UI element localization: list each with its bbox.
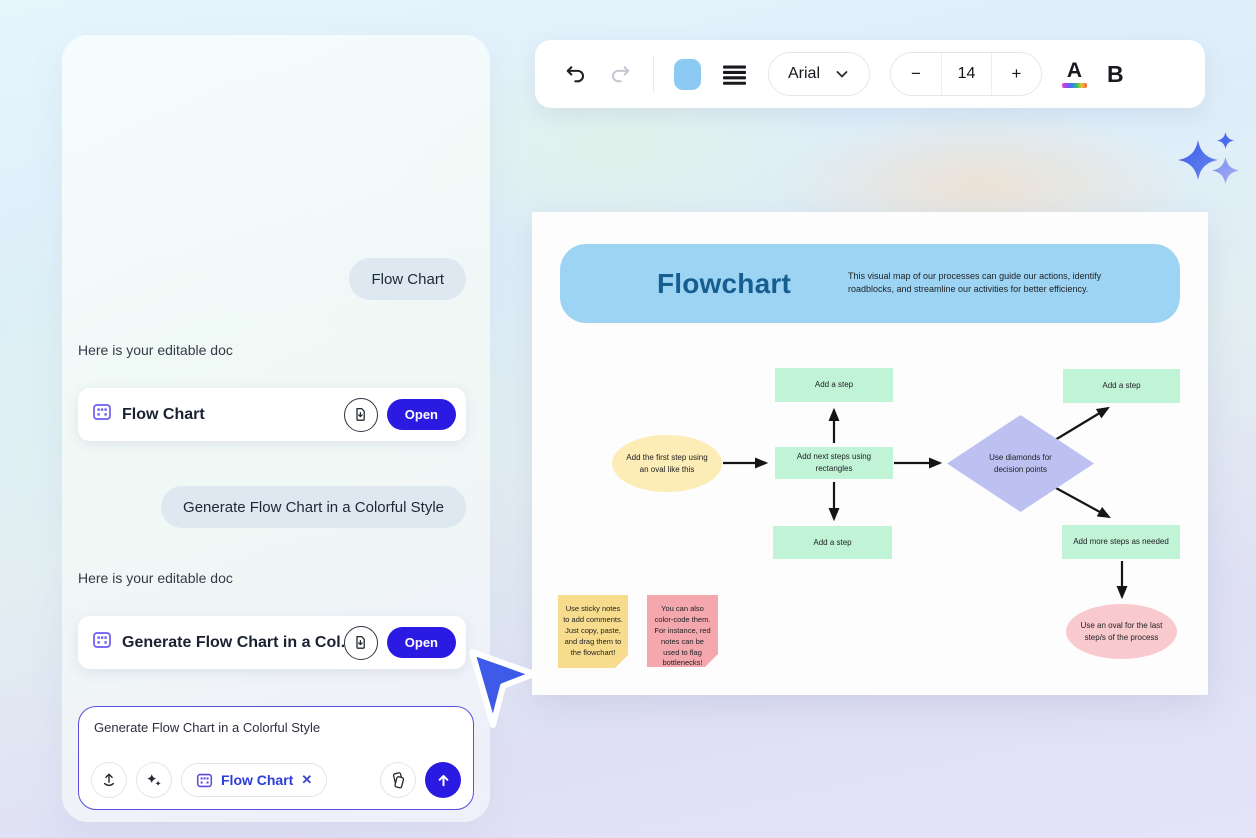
sticky-note-yellow[interactable]: Use sticky notes to add comments. Just c… (558, 595, 628, 668)
board-grid-icon (196, 773, 213, 787)
user-message-text: Flow Chart (371, 270, 444, 288)
assistant-message: Here is your editable doc (78, 570, 233, 586)
star-medium-icon (1212, 157, 1239, 184)
sparkles-icon (147, 774, 161, 786)
text-color-button[interactable]: A (1062, 59, 1088, 88)
chat-input-text: Generate Flow Chart in a Colorful Style (94, 720, 321, 735)
format-toolbar: Arial − 14 + A B (535, 40, 1205, 108)
sticky-note-pink[interactable]: You can also color-code them. For instan… (647, 595, 718, 667)
chat-panel: Flow Chart Here is your editable doc Flo… (62, 35, 490, 822)
undo-icon (566, 65, 584, 82)
file-download-icon (356, 635, 366, 649)
open-doc-button[interactable]: Open (386, 399, 456, 430)
font-size-value[interactable]: 14 (941, 53, 991, 95)
font-size-decrease-button[interactable]: − (891, 53, 941, 95)
download-doc-button[interactable] (343, 397, 378, 432)
flowchart-header-shape[interactable]: Flowchart This visual map of our process… (560, 244, 1180, 323)
board-grid-icon (92, 630, 112, 655)
flow-node-next-steps[interactable]: Add next steps using rectangles (775, 447, 893, 479)
composer-toolbar: Flow Chart ✕ (91, 762, 461, 798)
redo-icon (612, 65, 630, 82)
bold-button[interactable]: B (1107, 60, 1124, 87)
board-grid-icon (92, 402, 112, 427)
ai-sparkles-icon (1176, 130, 1240, 194)
doc-card-title: Flow Chart (122, 405, 205, 423)
whiteboard-canvas[interactable]: Flowchart This visual map of our process… (532, 212, 1208, 695)
chevron-down-icon (836, 71, 848, 78)
upload-button[interactable] (91, 762, 127, 798)
font-size-control: − 14 + (890, 52, 1043, 96)
attachment-label: Flow Chart (221, 772, 294, 788)
send-button[interactable] (425, 762, 461, 798)
flow-node-first-step-oval[interactable]: Add the first step using an oval like th… (612, 435, 722, 492)
flowchart-title: Flowchart (656, 267, 792, 299)
user-message-bubble: Flow Chart (349, 258, 466, 300)
undo-button[interactable] (563, 62, 588, 87)
star-small-icon (1217, 132, 1234, 149)
toolbar-divider (653, 55, 654, 93)
font-family-value: Arial (788, 65, 821, 82)
flow-node-add-step-bottom[interactable]: Add a step (773, 526, 892, 559)
star-big-icon (1178, 140, 1218, 180)
text-color-letter: A (1066, 59, 1083, 83)
swatch-book-icon (392, 771, 404, 788)
flow-node-decision-diamond[interactable]: Use diamonds for decision points (947, 415, 1094, 512)
download-doc-button[interactable] (343, 625, 378, 660)
chat-input[interactable]: Generate Flow Chart in a Colorful Style (78, 706, 474, 810)
align-justify-icon (723, 65, 746, 85)
user-message-text: Generate Flow Chart in a Colorful Style (183, 498, 444, 516)
doc-card-title: Generate Flow Chart in a Col... (122, 633, 344, 651)
arrow-up-icon (438, 774, 448, 786)
open-doc-button[interactable]: Open (386, 627, 456, 658)
flow-node-last-step-oval[interactable]: Use an oval for the last step/s of the p… (1066, 604, 1177, 659)
redo-button[interactable] (608, 62, 633, 87)
arrow-up-tray-icon (103, 773, 115, 787)
doc-card-colorful-flow-chart[interactable]: Generate Flow Chart in a Col... Open (78, 616, 466, 669)
fill-color-swatch[interactable] (674, 58, 701, 90)
flow-node-add-step-topright[interactable]: Add a step (1063, 369, 1180, 403)
attachment-chip-flow-chart[interactable]: Flow Chart ✕ (181, 763, 328, 797)
doc-card-flow-chart[interactable]: Flow Chart Open (78, 388, 466, 441)
font-family-dropdown[interactable]: Arial (768, 52, 871, 96)
align-justify-button[interactable] (721, 62, 748, 86)
font-size-increase-button[interactable]: + (991, 53, 1041, 95)
ai-sparkle-button[interactable] (136, 762, 172, 798)
file-download-icon (356, 407, 366, 421)
flow-node-add-step-top[interactable]: Add a step (775, 368, 893, 402)
flowchart-description: This visual map of our processes can gui… (848, 270, 1102, 295)
close-icon[interactable]: ✕ (301, 772, 313, 787)
template-palette-button[interactable] (380, 762, 416, 798)
flow-node-more-steps[interactable]: Add more steps as needed (1062, 525, 1180, 559)
rainbow-underline (1062, 83, 1088, 88)
assistant-message: Here is your editable doc (78, 342, 233, 358)
user-message-bubble: Generate Flow Chart in a Colorful Style (161, 486, 466, 528)
